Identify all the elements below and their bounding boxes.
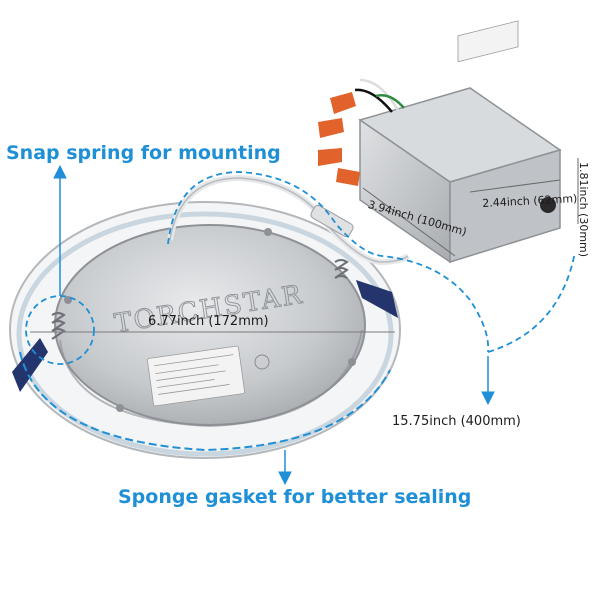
black-wire [354,88,393,113]
sponge-gasket [16,211,394,457]
wire-nut [336,168,360,186]
plate-screw [264,228,272,236]
mounting-clip [12,338,48,392]
sponge-gasket-callout: Sponge gasket for better sealing [118,486,472,508]
box-length-line [362,187,456,257]
snap-spring-right [334,259,398,318]
snap-spring-arrow [53,164,67,179]
plate-rim-shadow [59,329,363,428]
snap-spring-left [12,312,66,392]
cable-highlight [167,171,490,353]
box-side [449,149,561,264]
cable-gland [540,197,556,213]
box-width-line [469,179,561,193]
gasket-highlight-arc [19,351,391,452]
spring-coil [51,312,66,340]
spring-coil [334,259,349,279]
white-wire [359,78,400,111]
spec-label [146,345,246,407]
certification-mark [254,354,270,370]
cable-length-dimension: 15.75inch (400mm) [392,414,521,429]
spring-highlight-circle [25,295,95,365]
wiring [318,78,405,186]
mounting-clip [356,280,398,318]
plate-screw [348,358,356,366]
box-height-dimension: 1.81inch (30mm) [577,162,590,258]
diameter-dimension: 6.77inch (172mm) [148,314,269,329]
junction-box [358,20,562,264]
cable-highlight-return [487,251,576,353]
green-wire [375,94,405,109]
wire-nut [318,148,342,166]
downlight [9,201,401,459]
spec-label-lines [154,354,234,395]
wire-nut [318,118,344,138]
callout-leaders [19,164,576,486]
snap-spring-callout: Snap spring for mounting [6,142,281,164]
cable-arrow [481,391,495,406]
gasket-arrow [278,471,292,486]
plate-screw [116,404,124,412]
box-label [457,20,519,63]
cable-connector [310,204,354,238]
wire-nut [330,92,356,114]
